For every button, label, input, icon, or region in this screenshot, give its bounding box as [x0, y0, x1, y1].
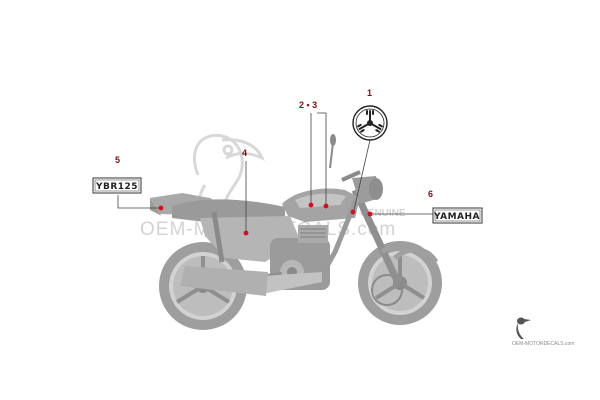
- marker-2: [308, 202, 314, 208]
- callout-6: 6: [428, 189, 433, 199]
- watermark-genuine: GENUINE: [360, 208, 406, 219]
- decal-1-tuning-fork-emblem: [352, 105, 388, 141]
- decal-6-wordmark: YAMAHA: [432, 207, 483, 224]
- callout-1: 1: [367, 88, 372, 98]
- leader-lines: [117, 112, 434, 233]
- leader-1: [353, 139, 371, 211]
- callout-2-3: 2 • 3: [299, 100, 317, 110]
- footer-logo: OEM-MOTORDECALS.com: [512, 317, 574, 347]
- marker-3: [323, 203, 329, 209]
- bird-logo-icon: [516, 317, 531, 339]
- tuning-fork-icon: [357, 110, 383, 133]
- marker-6: [367, 211, 373, 217]
- decal-5-model-emblem: YBR125: [92, 177, 142, 194]
- callout-4: 4: [242, 148, 247, 158]
- leader-2-3-b: [317, 112, 327, 205]
- marker-5: [158, 205, 164, 211]
- leader-5: [117, 195, 160, 209]
- marker-1: [350, 209, 356, 215]
- callout-5: 5: [115, 155, 120, 165]
- motorcycle-illustration: [150, 134, 442, 330]
- footer-url: OEM-MOTORDECALS.com: [512, 341, 574, 347]
- decal-6-text: YAMAHA: [433, 212, 480, 222]
- decal-5-text: YBR125: [95, 182, 138, 192]
- front-wheel: [358, 241, 442, 325]
- markers: [158, 202, 373, 236]
- marker-4: [243, 230, 249, 236]
